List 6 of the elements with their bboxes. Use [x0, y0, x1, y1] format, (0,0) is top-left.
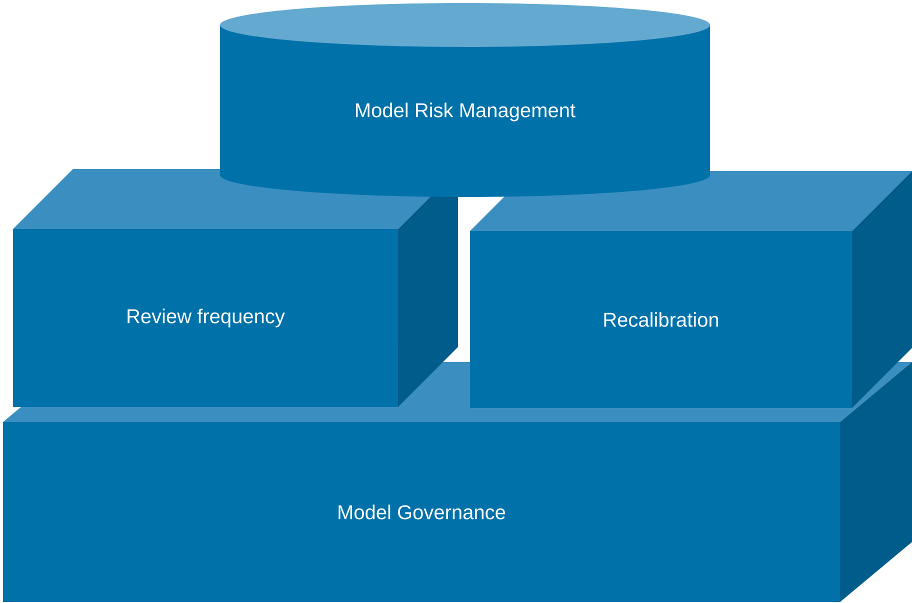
block-box: Recalibration	[470, 171, 912, 408]
cylinder: Model Risk Management	[220, 3, 710, 197]
node-label: Review frequency	[128, 308, 285, 328]
block-box: Review frequency	[13, 169, 458, 407]
node-label: Model Governance	[338, 504, 506, 520]
node-label: Recalibration	[604, 312, 718, 327]
